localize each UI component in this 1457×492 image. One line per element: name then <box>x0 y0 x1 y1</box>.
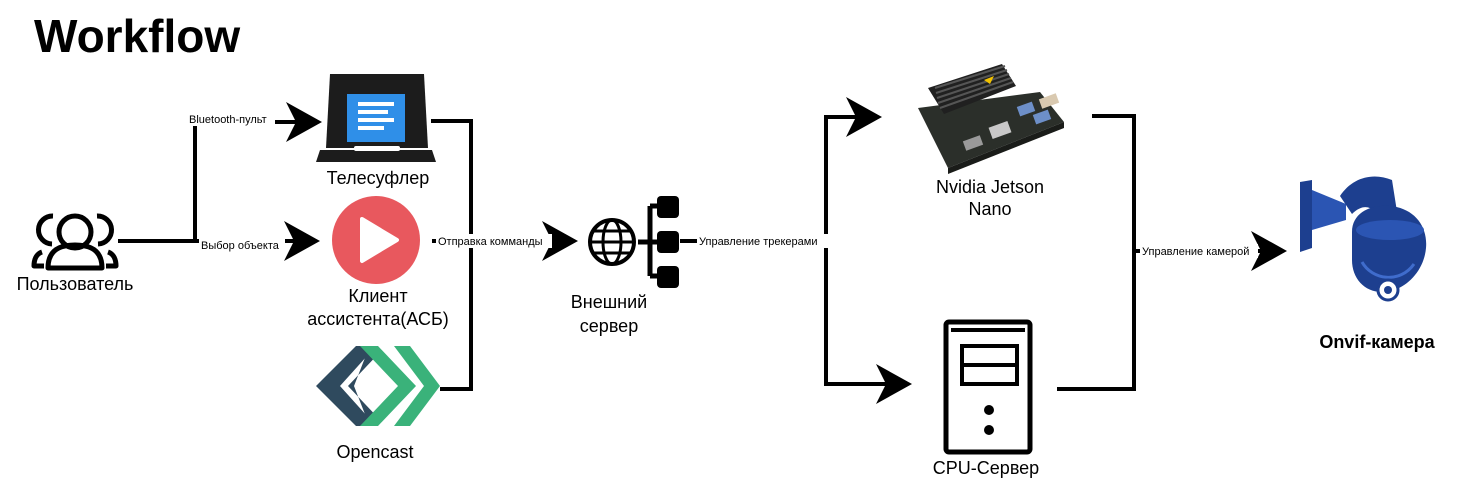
node-user: Пользователь <box>17 213 134 294</box>
node-teleprompter: Телесуфлер <box>316 74 436 188</box>
camera-label: Onvif-камера <box>1319 332 1435 352</box>
jetson-label-line1: Nvidia Jetson <box>936 177 1044 197</box>
edge-label-tracker-control: Управление трекерами <box>699 236 817 248</box>
edge-user-to-teleprompter <box>193 102 322 241</box>
edge-label-select-object: Выбор объекта <box>201 240 280 252</box>
node-client: Клиент ассистента(АСБ) <box>307 196 449 329</box>
edges <box>118 97 1287 404</box>
edge-label-bluetooth: Bluetooth-пульт <box>189 114 267 126</box>
page-title: Workflow <box>34 10 240 62</box>
jetson-board-icon <box>918 64 1064 174</box>
laptop-icon <box>316 74 436 162</box>
server-label-line1: Внешний <box>571 292 647 312</box>
edge-teleprompter-out <box>431 119 473 391</box>
client-label-line2: ассистента(АСБ) <box>307 309 449 329</box>
edge-label-camera-control: Управление камерой <box>1142 246 1249 258</box>
user-label: Пользователь <box>17 274 134 294</box>
play-button-icon <box>332 196 420 284</box>
opencast-logo <box>316 346 440 426</box>
jetson-label-line2: Nano <box>968 199 1011 219</box>
node-opencast: Opencast <box>316 346 440 462</box>
node-camera: Onvif-камера <box>1300 176 1436 352</box>
client-label-line1: Клиент <box>348 286 407 306</box>
ptz-camera-icon <box>1300 176 1427 302</box>
node-server: Внешний сервер <box>571 196 679 336</box>
node-jetson: Nvidia Jetson Nano <box>918 64 1064 219</box>
edge-label-send-commands: Отправка комманды <box>438 236 543 248</box>
node-cpu: CPU-Сервер <box>933 319 1039 478</box>
users-icon <box>31 213 119 271</box>
server-label-line2: сервер <box>580 316 638 336</box>
edge-jetson-out <box>1057 114 1136 391</box>
teleprompter-label: Телесуфлер <box>327 168 430 188</box>
edge-to-cpu <box>824 241 912 404</box>
edge-labels: Bluetooth-пульт Выбор объекта Отправка к… <box>187 112 1258 258</box>
edge-to-jetson <box>824 97 882 241</box>
globe-network-icon <box>588 196 679 288</box>
opencast-label: Opencast <box>336 442 413 462</box>
server-tower-icon <box>943 319 1033 455</box>
cpu-label: CPU-Сервер <box>933 458 1039 478</box>
